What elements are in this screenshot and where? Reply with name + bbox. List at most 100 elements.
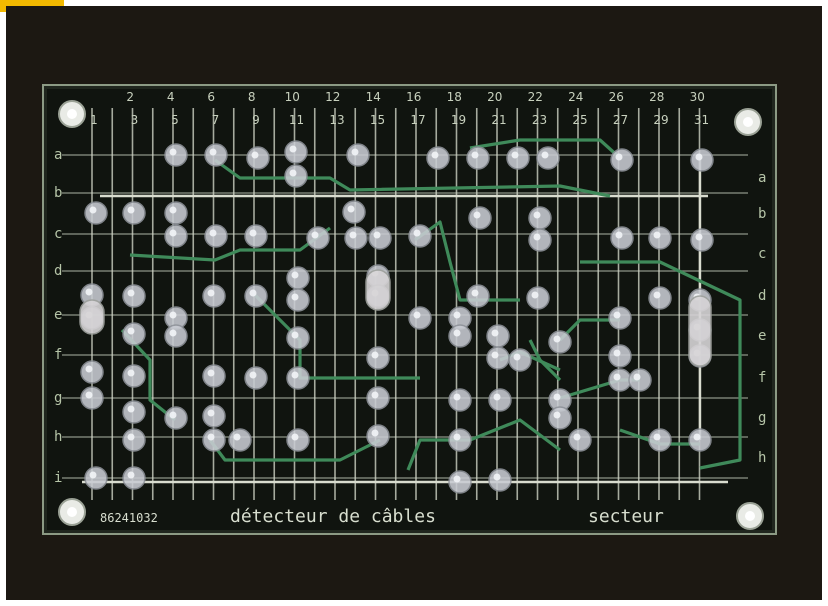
pad-highlight: [695, 233, 703, 241]
solder-pad: [122, 428, 146, 452]
solder-pad: [488, 468, 512, 492]
pad-highlight: [169, 206, 177, 214]
pad-highlight: [169, 148, 177, 156]
solder-pad: [122, 400, 146, 424]
pad-highlight: [533, 233, 541, 241]
solder-pad: [610, 148, 634, 172]
column-number-top: 22: [528, 90, 543, 104]
column-number-top: 26: [609, 90, 624, 104]
solder-pad: [468, 206, 492, 230]
column-number-odd: 27: [613, 113, 628, 127]
solder-pad: [648, 226, 672, 250]
row-label-right: c: [758, 246, 766, 262]
pad-highlight: [291, 371, 299, 379]
copper-trace: [253, 293, 420, 380]
solder-pad: [548, 406, 572, 430]
solder-pad: [244, 284, 268, 308]
mounting-hole-center: [67, 507, 77, 517]
solder-pad: [80, 386, 104, 410]
column-number-odd: 15: [370, 113, 385, 127]
solder-pad: [122, 466, 146, 490]
column-number-top: 16: [406, 90, 421, 104]
pad-highlight: [531, 291, 539, 299]
component-body: [688, 295, 712, 367]
pad-highlight: [209, 148, 217, 156]
solder-pad: [122, 364, 146, 388]
pad-highlight: [169, 229, 177, 237]
pad-highlight: [615, 153, 623, 161]
solder-pad: [284, 140, 308, 164]
solder-pad: [204, 224, 228, 248]
row-label-left: i: [54, 470, 62, 486]
solder-pad: [164, 324, 188, 348]
solder-pad: [346, 143, 370, 167]
pad-highlight: [233, 433, 241, 441]
pad-highlight: [615, 231, 623, 239]
pad-highlight: [613, 311, 621, 319]
row-label-left: h: [54, 429, 62, 445]
solder-pad: [84, 201, 108, 225]
solder-pad: [366, 386, 390, 410]
column-number-odd: 19: [451, 113, 466, 127]
solder-pad: [122, 201, 146, 225]
copper-trace: [580, 260, 742, 470]
pad-highlight: [513, 353, 521, 361]
row-label-left: b: [54, 185, 62, 201]
pad-highlight: [413, 229, 421, 237]
row-label-left: g: [54, 390, 62, 406]
column-number-top: 10: [285, 90, 300, 104]
pad-highlight: [127, 327, 135, 335]
column-number-odd: 1: [90, 113, 98, 127]
solder-pad: [286, 366, 310, 390]
column-number-odd: 31: [694, 113, 709, 127]
solder-pads: [79, 140, 714, 494]
component-body: [365, 269, 391, 311]
solder-pad: [466, 284, 490, 308]
pad-highlight: [533, 211, 541, 219]
pad-highlight: [511, 151, 519, 159]
solder-pad: [608, 368, 632, 392]
grid-lines: [62, 108, 748, 500]
row-label-right: e: [758, 328, 766, 344]
column-number-odd: 11: [289, 113, 304, 127]
pad-highlight: [169, 311, 177, 319]
column-number-top: 2: [126, 90, 134, 104]
solder-pad: [366, 346, 390, 370]
solder-pad: [164, 143, 188, 167]
row-label-left: d: [54, 263, 62, 279]
board-code: 86241032: [100, 511, 158, 525]
pad-highlight: [453, 311, 461, 319]
pad-highlight: [291, 331, 299, 339]
pad-highlight: [351, 148, 359, 156]
pad-highlight: [473, 211, 481, 219]
solder-pad: [688, 428, 712, 452]
copper-trace: [214, 158, 611, 198]
column-number-odd: 17: [410, 113, 425, 127]
column-number-top: 24: [568, 90, 583, 104]
copper-trace: [129, 226, 331, 262]
pad-highlight: [311, 231, 319, 239]
pad-highlight: [169, 329, 177, 337]
solder-pad: [408, 306, 432, 330]
solder-pad: [488, 388, 512, 412]
pcb-board: [42, 84, 777, 535]
pad-highlight: [249, 229, 257, 237]
column-number-odd: 29: [653, 113, 668, 127]
pad-highlight: [371, 391, 379, 399]
pad-highlight: [613, 349, 621, 357]
pad-highlight: [453, 393, 461, 401]
pad-highlight: [127, 289, 135, 297]
pad-highlight: [207, 409, 215, 417]
column-number-top: 4: [167, 90, 175, 104]
column-number-odd: 3: [131, 113, 139, 127]
solder-pad: [202, 364, 226, 388]
solder-pad: [548, 330, 572, 354]
column-number-odd: 5: [171, 113, 179, 127]
row-label-right: a: [758, 170, 766, 186]
row-label-left: c: [54, 226, 62, 242]
row-label-left: f: [54, 347, 62, 363]
solder-pad: [284, 164, 308, 188]
solder-pad: [466, 146, 490, 170]
